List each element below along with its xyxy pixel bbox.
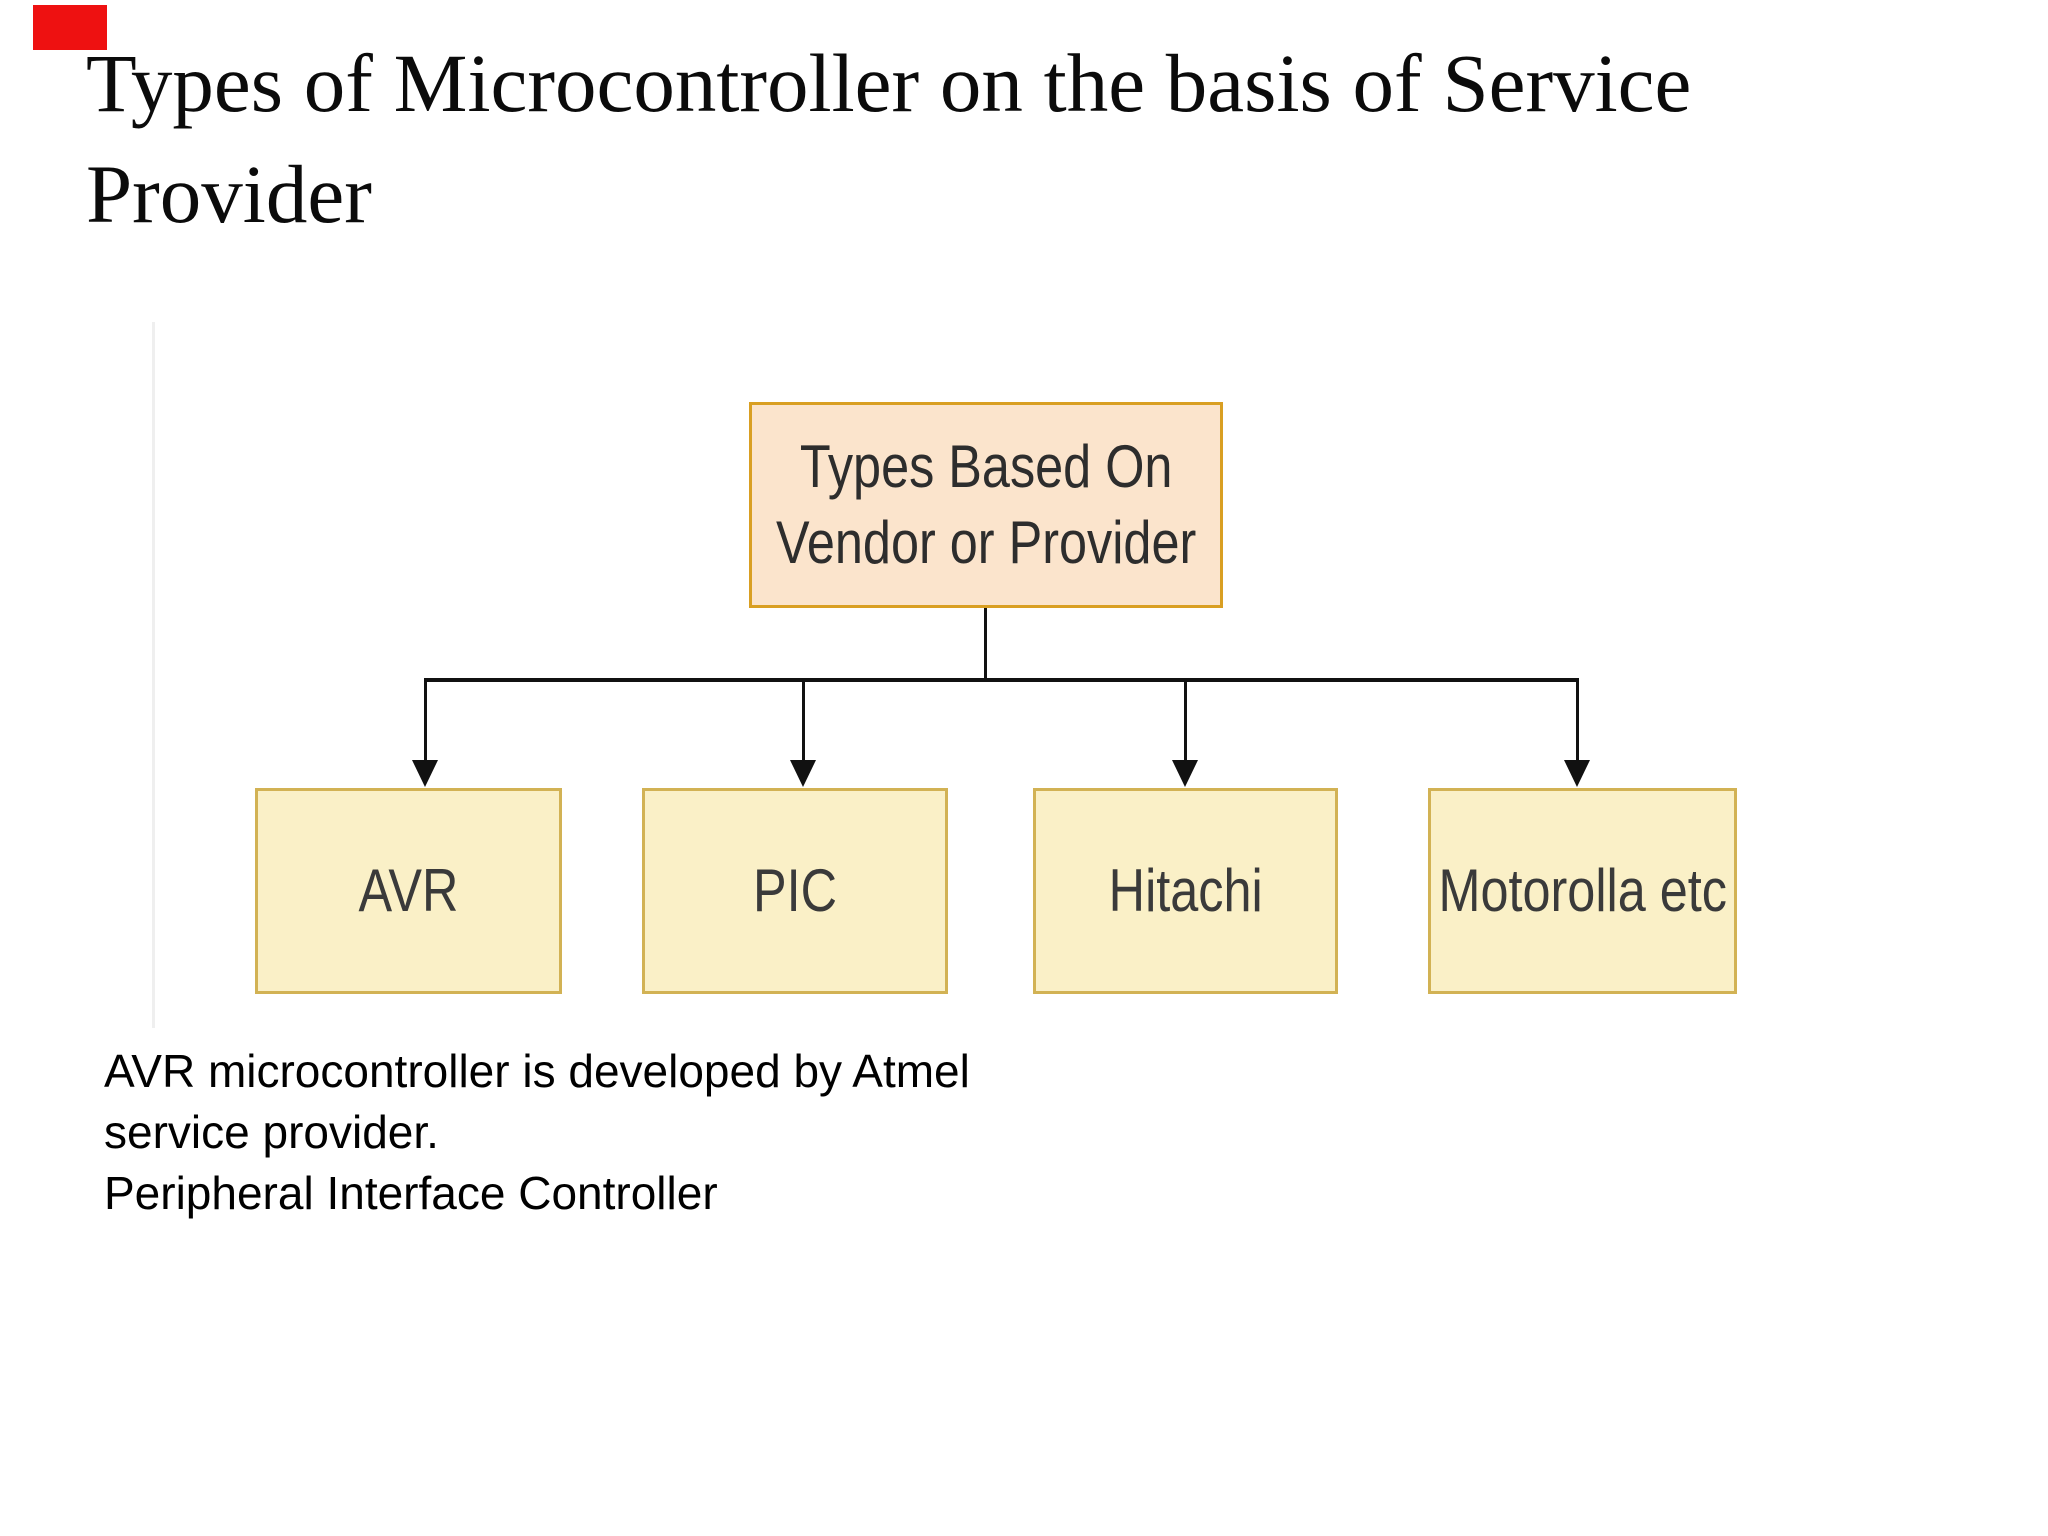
note-line-3: Peripheral Interface Controller [104, 1167, 718, 1219]
node-avr: AVR [255, 788, 562, 994]
title-line-1: Types of Microcontroller on the basis of… [86, 37, 1692, 129]
down-arrowhead-motorolla [1564, 760, 1590, 787]
red-corner-mark [33, 5, 107, 50]
node-hitachi-label: Hitachi [1108, 857, 1263, 924]
note-line-2: service provider. [104, 1106, 439, 1158]
node-pic-label: PIC [752, 857, 838, 924]
root-node-label-line-1: Types Based On [799, 433, 1173, 500]
notes-block: AVR microcontroller is developed by Atme… [104, 1041, 1204, 1224]
connector-stem [984, 608, 987, 680]
down-arrowhead-pic [790, 760, 816, 787]
diagram-left-edge-line [152, 322, 155, 1028]
root-node-label: Types Based On Vendor or Provider [776, 429, 1196, 581]
connector-drop-hitachi [1184, 680, 1187, 762]
connector-hline [424, 678, 1579, 682]
root-node: Types Based On Vendor or Provider [749, 402, 1223, 608]
note-line-1: AVR microcontroller is developed by Atme… [104, 1045, 970, 1097]
connector-drop-pic [802, 680, 805, 762]
down-arrowhead-hitachi [1172, 760, 1198, 787]
root-node-label-line-2: Vendor or Provider [775, 509, 1197, 576]
connector-drop-avr [424, 680, 427, 762]
node-avr-label: AVR [358, 857, 459, 924]
slide-title: Types of Microcontroller on the basis of… [86, 28, 1996, 250]
connector-drop-motorolla [1576, 680, 1579, 762]
down-arrowhead-avr [412, 760, 438, 787]
title-line-2: Provider [86, 148, 372, 240]
node-motorolla-label: Motorolla etc [1438, 857, 1727, 924]
node-pic: PIC [642, 788, 948, 994]
node-motorolla: Motorolla etc [1428, 788, 1737, 994]
node-hitachi: Hitachi [1033, 788, 1338, 994]
